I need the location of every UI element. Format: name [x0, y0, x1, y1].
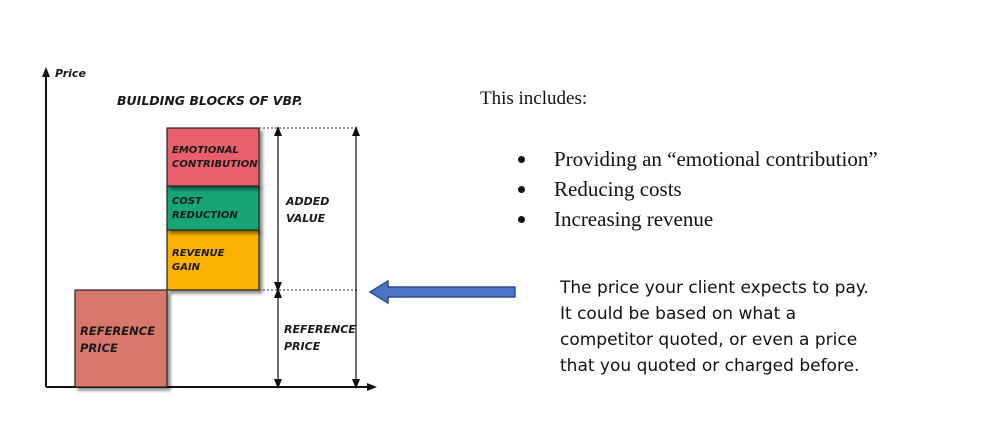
diagram-title: BUILDING BLOCKS OF VBP.: [117, 93, 303, 108]
block-reference-price: [74, 289, 168, 388]
reference-price-description: The price your client expects to pay. It…: [560, 278, 869, 376]
bullet-emotional: Providing an “emotional contribution”: [518, 144, 878, 174]
reference-price-side-label: REFERENCE PRICE: [284, 323, 360, 353]
intro-text: This includes:: [480, 88, 588, 109]
block-reference-label: REFERENCE PRICE: [80, 324, 159, 355]
bullet-list: Providing an “emotional contribution” Re…: [518, 144, 878, 234]
blue-arrow-icon: [368, 279, 516, 305]
block-cost-reduction: [166, 185, 260, 231]
bullet-revenue: Increasing revenue: [518, 204, 878, 234]
block-cost-label: COST REDUCTION: [172, 196, 238, 221]
block-emotional-contribution: [166, 127, 260, 187]
block-revenue-gain: [166, 229, 260, 291]
bullet-costs: Reducing costs: [518, 174, 878, 204]
block-revenue-label: REVENUE GAIN: [172, 248, 228, 273]
added-value-label: ADDED VALUE: [285, 195, 333, 225]
axis-label-price: Price: [55, 67, 86, 80]
block-emotional-label: EMOTIONAL CONTRIBUTION: [172, 145, 258, 170]
